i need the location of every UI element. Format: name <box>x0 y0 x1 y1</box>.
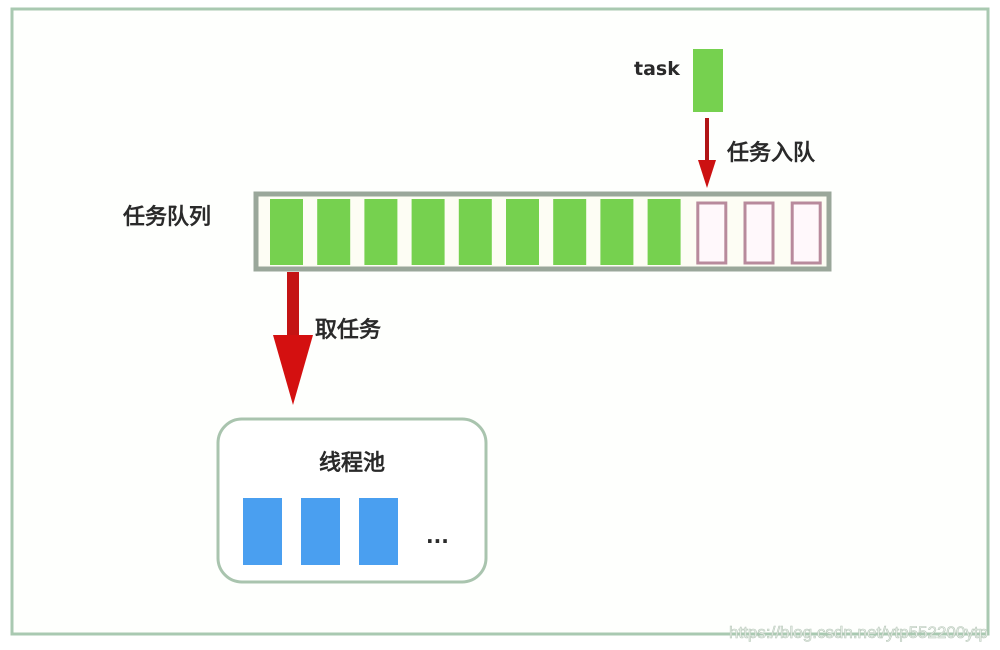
queue-slot-empty <box>790 201 822 265</box>
task-block <box>693 49 723 112</box>
pool-ellipsis: ... <box>426 524 449 548</box>
thread-block <box>243 498 282 565</box>
dequeue-label: 取任务 <box>315 317 382 343</box>
queue-slot-filled <box>364 199 398 265</box>
thread-pool <box>216 417 488 584</box>
queue-slot-filled <box>458 199 492 265</box>
pool-label: 线程池 <box>319 450 385 476</box>
queue-slot-filled <box>270 199 303 265</box>
task-label: task <box>634 58 680 80</box>
queue-slot-empty <box>743 201 775 265</box>
watermark: https://blog.csdn.net/ytp552200ytp <box>729 623 988 642</box>
enqueue-label: 任务入队 <box>726 140 816 166</box>
queue-slot-filled <box>506 199 539 265</box>
enqueue-arrow-icon <box>698 118 716 188</box>
thread-block <box>359 498 398 565</box>
queue-slot-filled <box>647 199 681 265</box>
queue-slot-filled <box>411 199 445 265</box>
thread-block <box>301 498 340 565</box>
queue-slot-filled <box>553 199 587 265</box>
queue-slot-filled <box>600 199 634 265</box>
outer-frame <box>10 7 990 636</box>
task-queue <box>253 191 832 272</box>
dequeue-arrow-icon <box>273 272 313 405</box>
queue-slot-empty <box>696 201 728 265</box>
queue-slot-filled <box>317 199 351 265</box>
queue-label: 任务队列 <box>122 204 211 230</box>
